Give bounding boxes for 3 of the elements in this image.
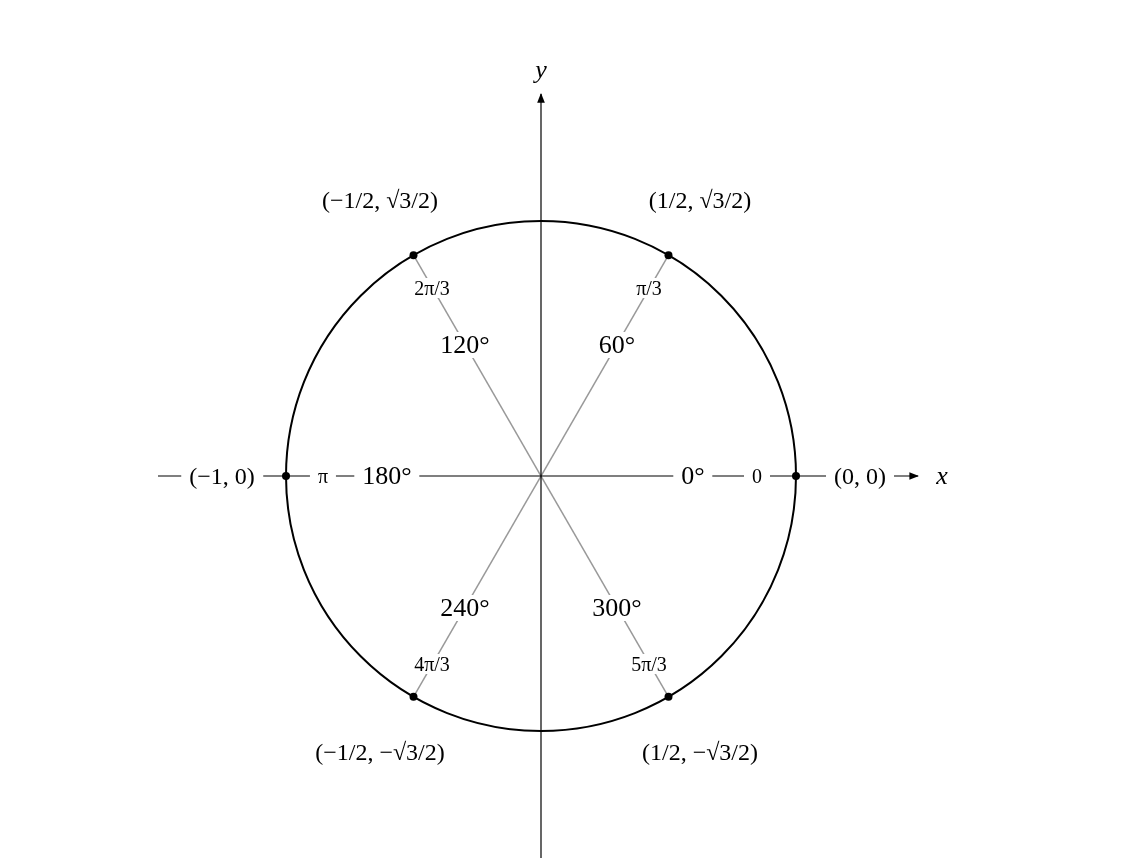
coordinate-label: (0, 0) xyxy=(826,464,894,488)
radian-label: 0 xyxy=(744,466,770,486)
coordinate-label: (−1, 0) xyxy=(181,464,263,488)
